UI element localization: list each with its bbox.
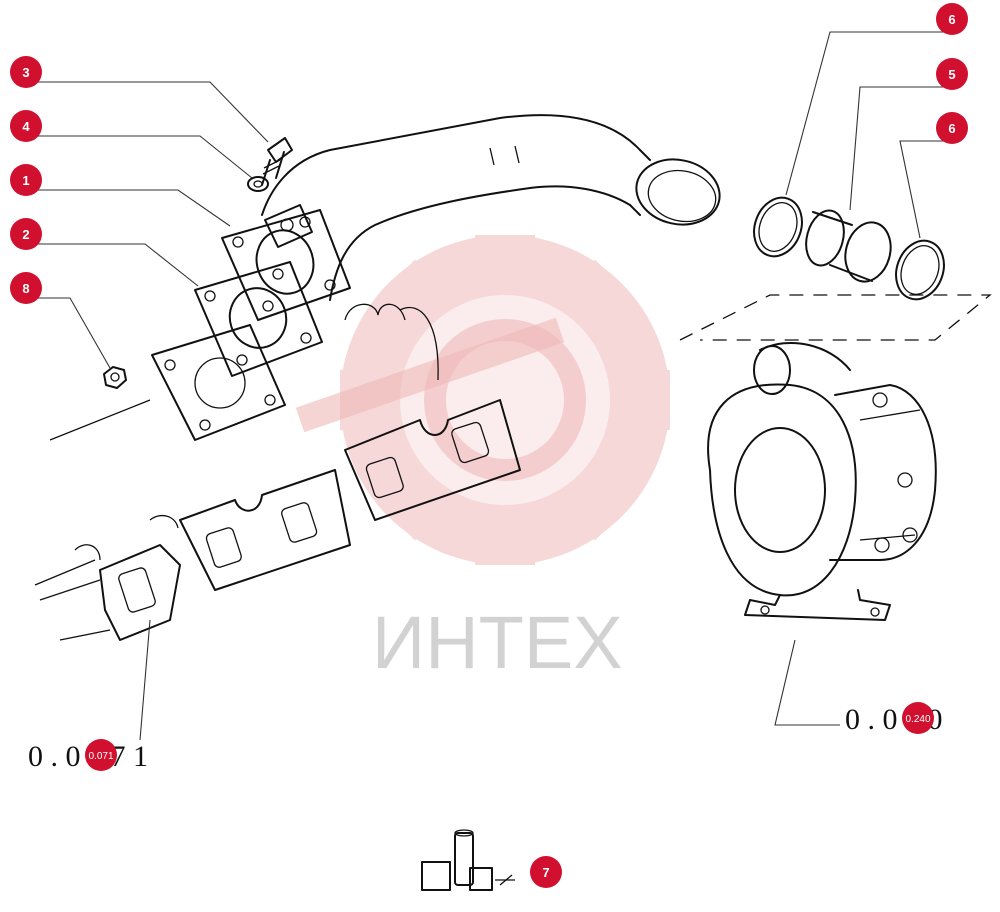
callout-8[interactable]: 8 <box>10 272 42 304</box>
watermark-logo <box>295 235 670 565</box>
callout-2[interactable]: 2 <box>10 218 42 250</box>
reference-right-badge[interactable]: 0.240 <box>902 702 934 734</box>
callout-4[interactable]: 4 <box>10 110 42 142</box>
flange-gasket <box>194 261 323 377</box>
callout-1[interactable]: 1 <box>10 164 42 196</box>
washer <box>247 176 269 192</box>
svg-text:3: 3 <box>22 65 29 80</box>
nut <box>103 366 127 389</box>
svg-text:6: 6 <box>948 121 955 136</box>
exhaust-pipe <box>261 114 721 301</box>
watermark-text: ИНТЕХ <box>372 601 623 684</box>
turbocharger <box>707 342 937 621</box>
svg-text:0.071: 0.071 <box>88 751 113 762</box>
svg-text:7: 7 <box>542 865 549 880</box>
svg-text:5: 5 <box>948 67 955 82</box>
callout-6-bottom[interactable]: 6 <box>936 112 968 144</box>
callout-5[interactable]: 5 <box>936 58 968 90</box>
svg-text:1: 1 <box>22 173 29 188</box>
seal-ring-right <box>895 239 945 301</box>
bolt <box>261 137 293 186</box>
callout-7[interactable]: 7 <box>530 856 562 888</box>
leader-lines <box>38 31 952 741</box>
dashed-guide <box>679 294 992 341</box>
svg-text:4: 4 <box>22 119 30 134</box>
reference-left-badge[interactable]: 0.071 <box>85 739 117 771</box>
repair-kit-icon <box>421 829 515 891</box>
svg-text:2: 2 <box>22 227 29 242</box>
svg-text:6: 6 <box>948 12 955 27</box>
seal-ring-left <box>753 196 803 258</box>
callout-3[interactable]: 3 <box>10 56 42 88</box>
svg-text:8: 8 <box>22 281 29 296</box>
callout-6-top[interactable]: 6 <box>936 3 968 35</box>
svg-text:0.240: 0.240 <box>905 714 930 725</box>
coupling-sleeve <box>805 209 892 283</box>
engine-manifold <box>34 303 521 641</box>
